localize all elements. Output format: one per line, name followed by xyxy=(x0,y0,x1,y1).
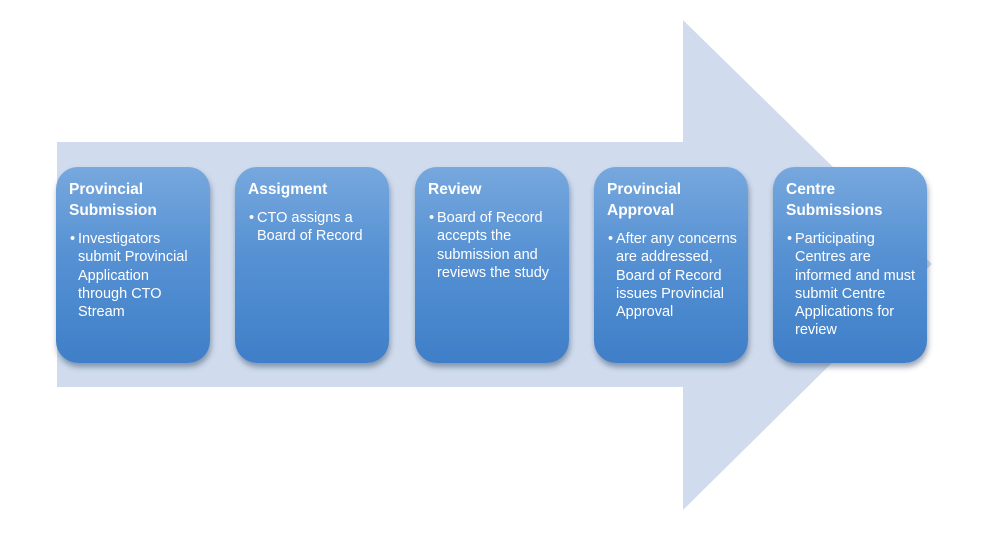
step-text: Board of Record accepts the submission a… xyxy=(437,210,550,281)
step-title: Centre Submissions xyxy=(786,181,883,219)
step-description: •Board of Record accepts the submission … xyxy=(428,209,559,282)
step-text: CTO assigns a Board of Record xyxy=(257,210,363,245)
step-description: •Investigators submit Provincial Applica… xyxy=(69,230,200,321)
step-title: Provincial Approval xyxy=(607,181,682,219)
step-description: •CTO assigns a Board of Record xyxy=(248,209,379,246)
step-assignment: Assigment •CTO assigns a Board of Record xyxy=(235,167,389,363)
step-review: Review •Board of Record accepts the subm… xyxy=(415,167,569,363)
step-title: Review xyxy=(428,181,482,198)
step-text: Investigators submit Provincial Applicat… xyxy=(78,231,188,321)
bullet-icon: • xyxy=(787,231,793,247)
step-title: Assigment xyxy=(248,181,328,198)
step-description: •After any concerns are addressed, Board… xyxy=(607,230,738,321)
bullet-icon: • xyxy=(70,231,76,247)
step-provincial-submission: Provincial Submission •Investigators sub… xyxy=(56,167,210,363)
step-description: •Participating Centres are informed and … xyxy=(786,230,917,340)
step-provincial-approval: Provincial Approval •After any concerns … xyxy=(594,167,748,363)
step-title: Provincial Submission xyxy=(69,181,157,219)
bullet-icon: • xyxy=(608,231,614,247)
step-text: After any concerns are addressed, Board … xyxy=(616,231,737,321)
bullet-icon: • xyxy=(249,210,255,226)
step-centre-submissions: Centre Submissions •Participating Centre… xyxy=(773,167,927,363)
step-text: Participating Centres are informed and m… xyxy=(795,231,916,339)
bullet-icon: • xyxy=(429,210,435,226)
